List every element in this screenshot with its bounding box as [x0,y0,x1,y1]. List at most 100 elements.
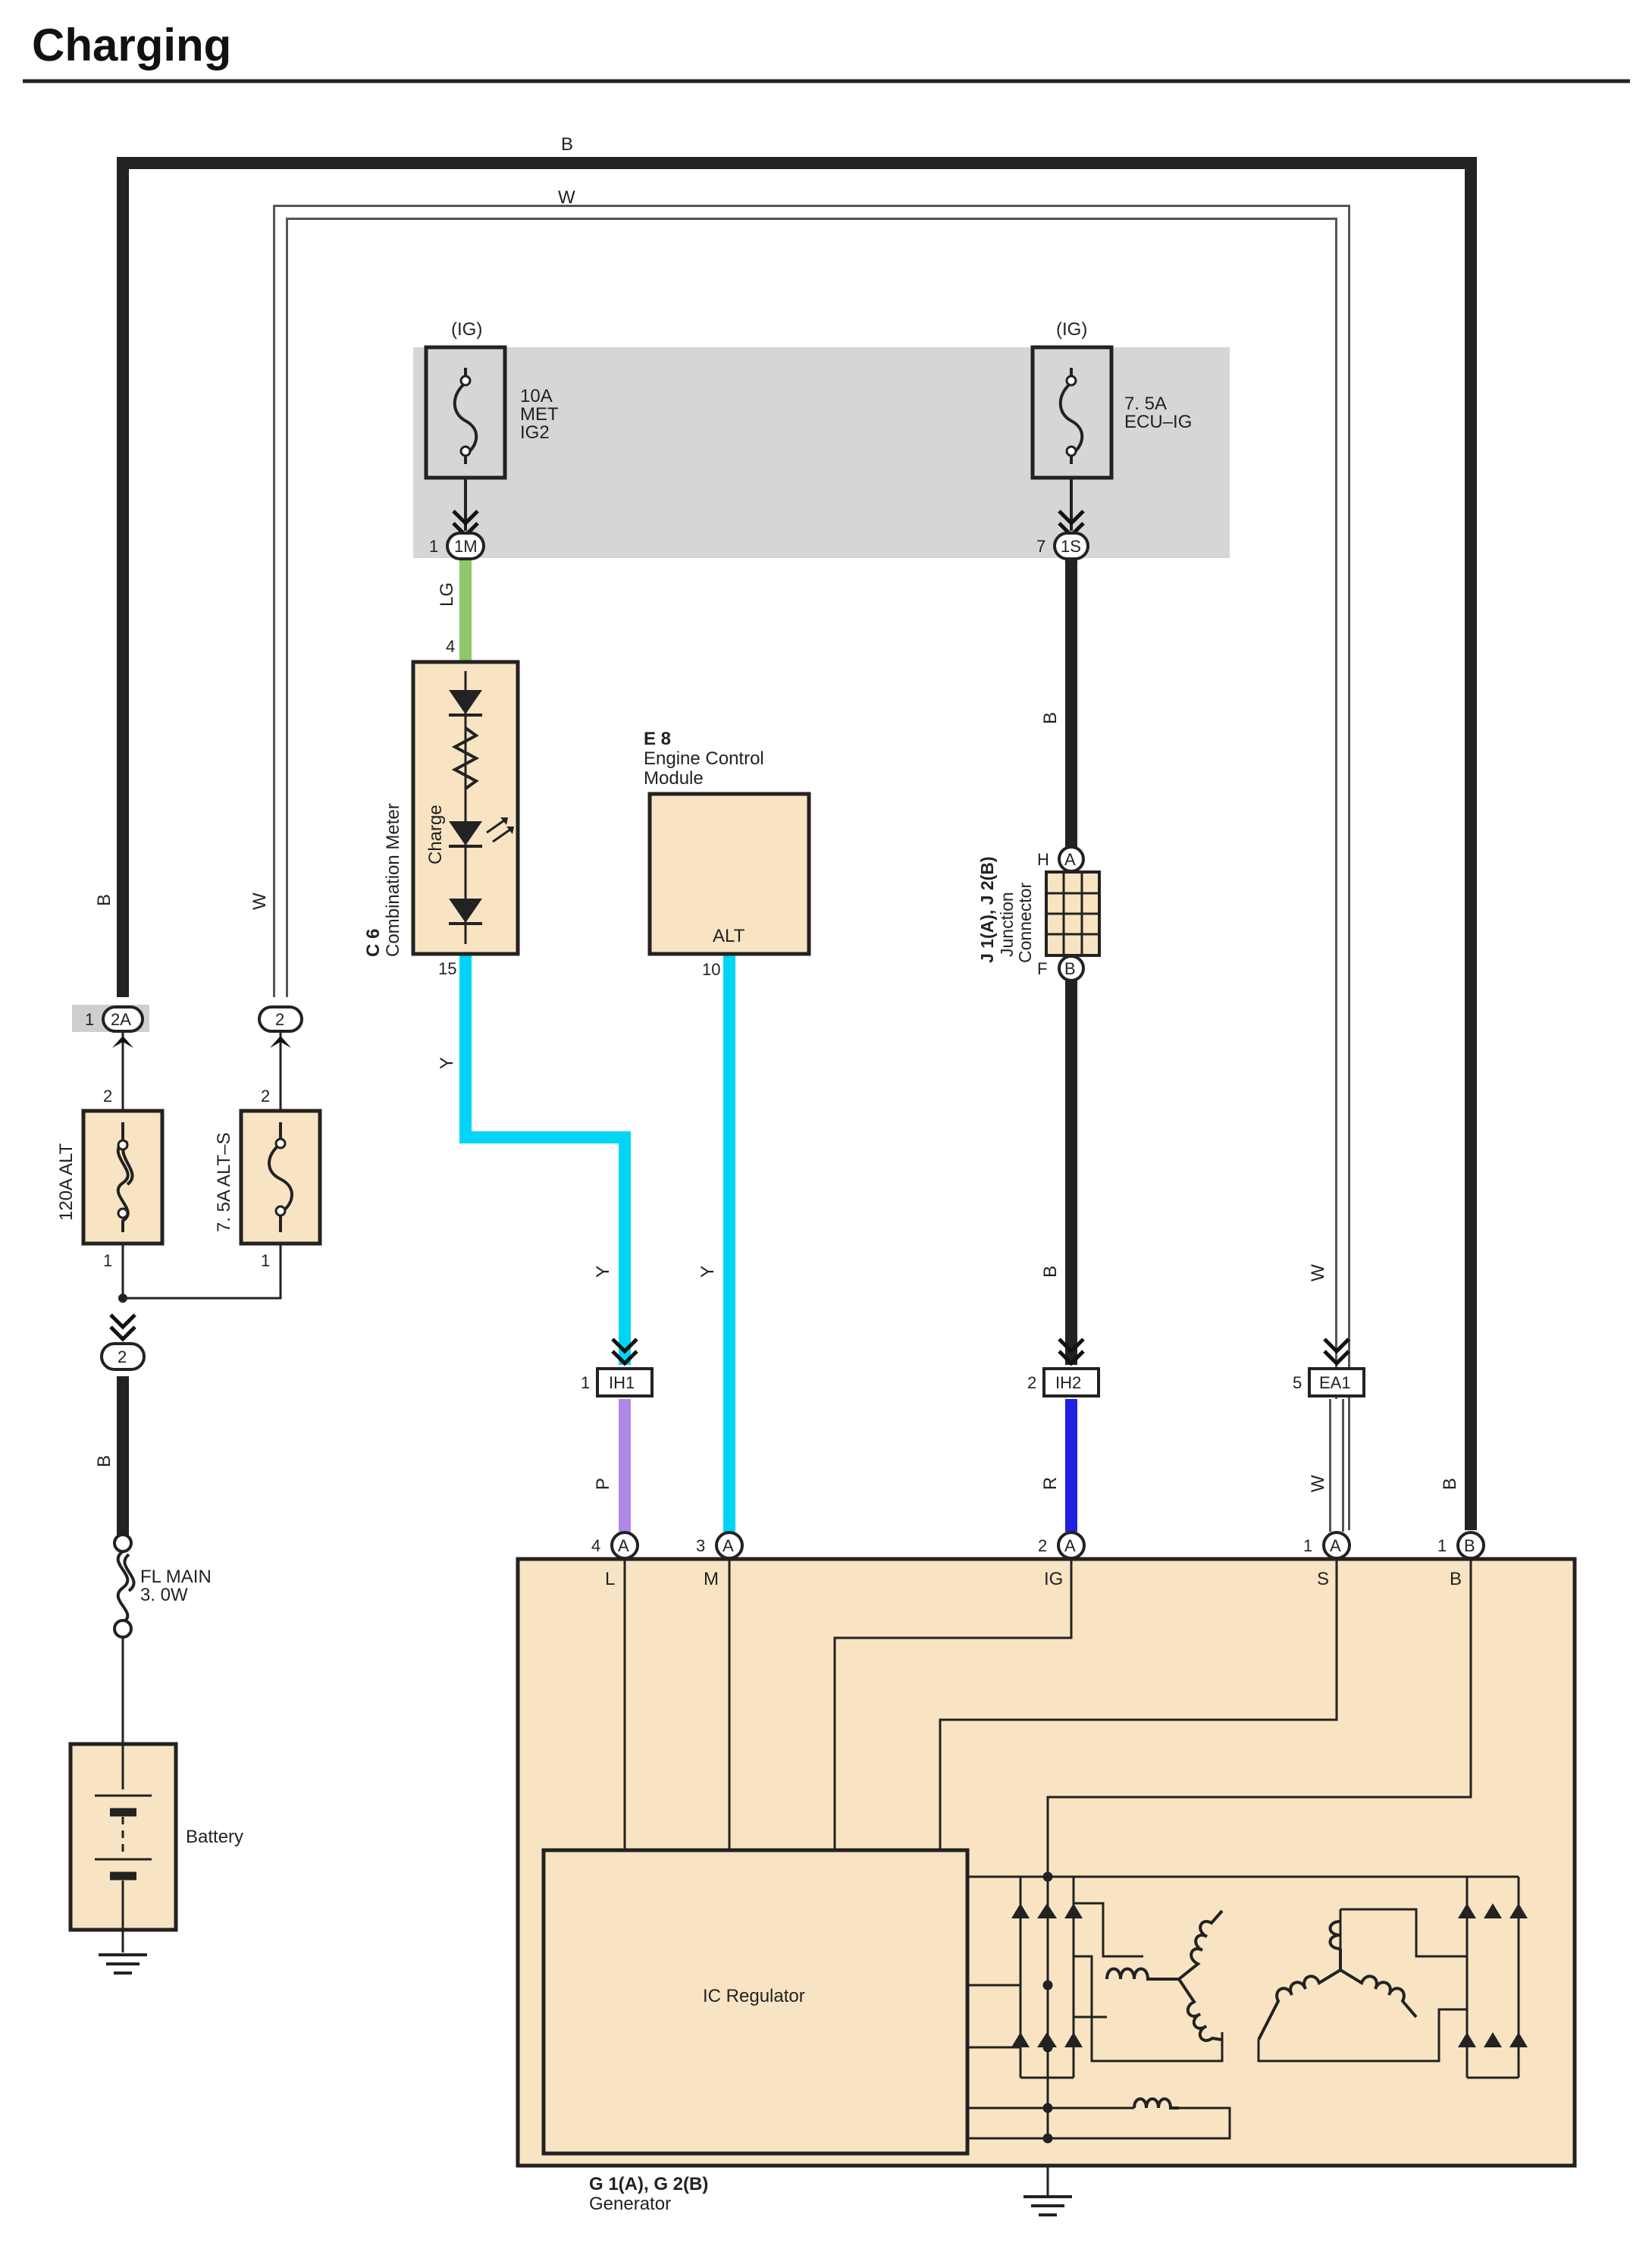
fuse-alts-label: 7. 5A ALT–S [214,1132,234,1232]
meter-name: Combination Meter [383,803,403,957]
ecm-code: E 8 [644,729,671,749]
wire-label-w-lower: W [1308,1264,1328,1281]
connector-1s-pin: 7 [1036,537,1045,556]
generator-codes: G 1(A), G 2(B) [589,2174,708,2194]
connector-ea1-label: EA1 [1319,1373,1351,1392]
fuse-ecu-icon [1058,368,1084,464]
connector-ih1 [596,1367,654,1397]
generator-terminal-b: B 1 B [1437,1531,1485,1589]
generator-terminal-ig: A 2 IG [1038,1531,1086,1589]
wire-label-b-gen: B [1440,1478,1460,1490]
connector-2-label: 2 [275,1010,284,1029]
wire-label-lg: LG [437,582,457,607]
wire-label-p: P [593,1478,613,1490]
generator-terminal-m: A 3 M [696,1531,744,1589]
wire-label-w-gen: W [1308,1475,1328,1492]
fuse-ecu-name: ECU–IG [1124,412,1192,432]
ecm-alt-terminal: ALT [713,926,745,946]
stator-coils [1105,1909,1418,2110]
fuse-met-circuit: IG2 [520,422,550,443]
connector-1s [1053,532,1089,560]
fuse-met-name: MET [520,404,559,425]
wire-label-top-w: W [558,187,575,208]
generator-name: Generator [589,2194,671,2214]
generator-terminal-l: A 4 L [591,1531,639,1589]
meter-pin-bottom: 15 [438,959,456,978]
svg-text:A: A [618,1536,629,1555]
fuse-alt-pin-bottom: 1 [103,1251,112,1270]
wire-y-meter [459,954,631,1365]
connector-ih1-label: IH1 [609,1373,635,1392]
svg-text:B: B [1464,1536,1475,1555]
svg-text:1: 1 [1303,1536,1312,1555]
svg-text:A: A [1064,1536,1076,1555]
junction-conn-a-circle [1058,845,1085,873]
svg-text:A: A [723,1536,734,1555]
junction-connector-name-1: Junction [997,892,1017,957]
fl-main-icon [116,1550,136,1624]
connector-ea1-pin: 5 [1293,1373,1302,1392]
connector-2a-label: 2A [111,1010,131,1029]
connector-ih2-pin: 2 [1027,1373,1036,1392]
generator-terminal-s: A 1 S [1303,1531,1351,1589]
wire-label-y-meter: Y [437,1057,457,1069]
svg-text:1: 1 [1437,1536,1447,1555]
wire-label-r: R [1040,1477,1061,1490]
battery-ground-icon [99,1953,147,1975]
ecm-pin: 10 [702,960,720,979]
svg-text:B: B [1450,1569,1462,1589]
wire-label-b-battery: B [94,1455,114,1467]
connector-ih2 [1042,1367,1100,1397]
wire-label-left-b: B [94,894,114,906]
junction-connector-codes: J 1(A), J 2(B) [977,856,997,963]
generator-ground-icon [1023,2166,1072,2216]
svg-text:4: 4 [591,1536,600,1555]
ic-regulator-box [541,1848,970,2156]
fl-main-label: FL MAIN [140,1567,212,1587]
wire-label-y-ecm: Y [697,1266,718,1278]
meter-code: C 6 [363,929,384,957]
svg-text:A: A [1330,1536,1341,1555]
wire-b-main [117,157,1477,1530]
fuse-met-icon [453,368,478,464]
battery-label: Battery [186,1827,243,1847]
junction-pin-f: F [1037,959,1047,978]
ecm-name-1: Engine Control [644,748,764,769]
wire-w-main-inner [275,207,1348,1530]
connector-1m-pin: 1 [429,537,438,556]
fl-main-rating: 3. 0W [140,1585,188,1605]
ecm-name-2: Module [644,768,704,789]
svg-text:2: 2 [1038,1536,1047,1555]
meter-diode-1 [449,690,482,714]
connector-ih2-label: IH2 [1055,1373,1081,1392]
meter-charge-label: Charge [425,805,446,864]
junction-connector-name-2: Connector [1015,883,1035,963]
fuse-alt-pin-top: 2 [103,1087,112,1106]
junction-conn-b-circle [1058,955,1085,982]
ig-label-left: (IG) [451,319,482,340]
connector-1m-label: 1M [454,537,478,556]
meter-resistor [451,726,480,790]
fuse-alts-icon [268,1122,293,1232]
junction-pin-h: H [1037,850,1049,869]
wire-label-b-upper: B [1040,712,1061,724]
ecm-box [647,792,811,956]
junction-conn-b: B [1064,959,1076,978]
charge-lamp-led [449,821,482,845]
connector-1s-label: 1S [1061,537,1081,556]
meter-pin-top: 4 [446,637,455,656]
fuse-alts-pin-bottom: 1 [261,1251,270,1270]
connector-ea1 [1308,1367,1365,1397]
rectifier-diodes [1011,1903,1528,2047]
fuse-alts-pin-top: 2 [261,1087,270,1106]
ig-label-right: (IG) [1056,319,1087,340]
meter-diode-2 [449,899,482,923]
wire-alts-link [123,1244,282,1300]
connector-2-lower [100,1342,146,1371]
svg-text:IG: IG [1044,1569,1063,1589]
fuse-met-rating: 10A [520,386,553,406]
junction-conn-a: A [1064,850,1076,869]
connector-2-lower-label: 2 [118,1347,127,1366]
connector-2a-pin: 1 [85,1010,94,1029]
connector-2a [102,1005,144,1033]
